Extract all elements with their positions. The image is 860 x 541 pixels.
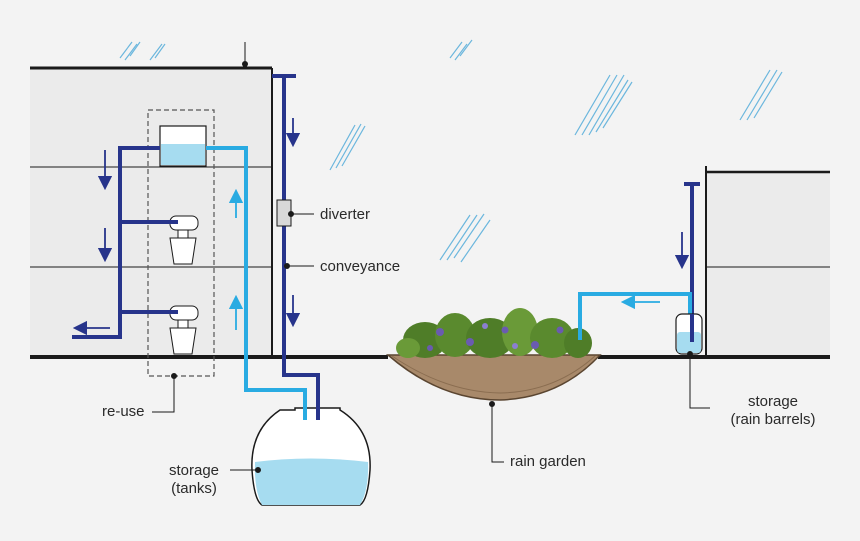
cistern bbox=[159, 125, 207, 167]
pipes-light bbox=[206, 146, 692, 420]
toilet-lower bbox=[169, 305, 199, 355]
flow-arrows-dark bbox=[72, 118, 690, 336]
label-rain-garden: rain garden bbox=[510, 453, 586, 470]
label-storage-tanks-line1: storage bbox=[168, 462, 220, 479]
rain-barrel bbox=[675, 313, 703, 355]
label-conveyance: conveyance bbox=[320, 258, 401, 275]
reuse-dashed-box bbox=[147, 109, 215, 377]
storage-tank bbox=[251, 407, 371, 506]
label-storage-barrels-line1: storage bbox=[747, 393, 799, 410]
label-storage-barrels-line2: (rain barrels) bbox=[730, 411, 816, 428]
label-reuse: re-use bbox=[102, 403, 145, 420]
label-storage-barrels: storage (rain barrels) bbox=[714, 393, 832, 429]
plants bbox=[396, 308, 592, 358]
building-right bbox=[705, 166, 830, 356]
label-storage-tanks: storage (tanks) bbox=[160, 462, 228, 498]
leader-lines bbox=[152, 211, 710, 473]
toilet-upper bbox=[169, 215, 199, 265]
label-diverter: diverter bbox=[320, 206, 371, 223]
rain-streaks bbox=[119, 39, 783, 263]
flow-arrows-light bbox=[228, 188, 660, 330]
label-storage-tanks-line2: (tanks) bbox=[171, 480, 217, 497]
rain-garden bbox=[385, 308, 602, 401]
